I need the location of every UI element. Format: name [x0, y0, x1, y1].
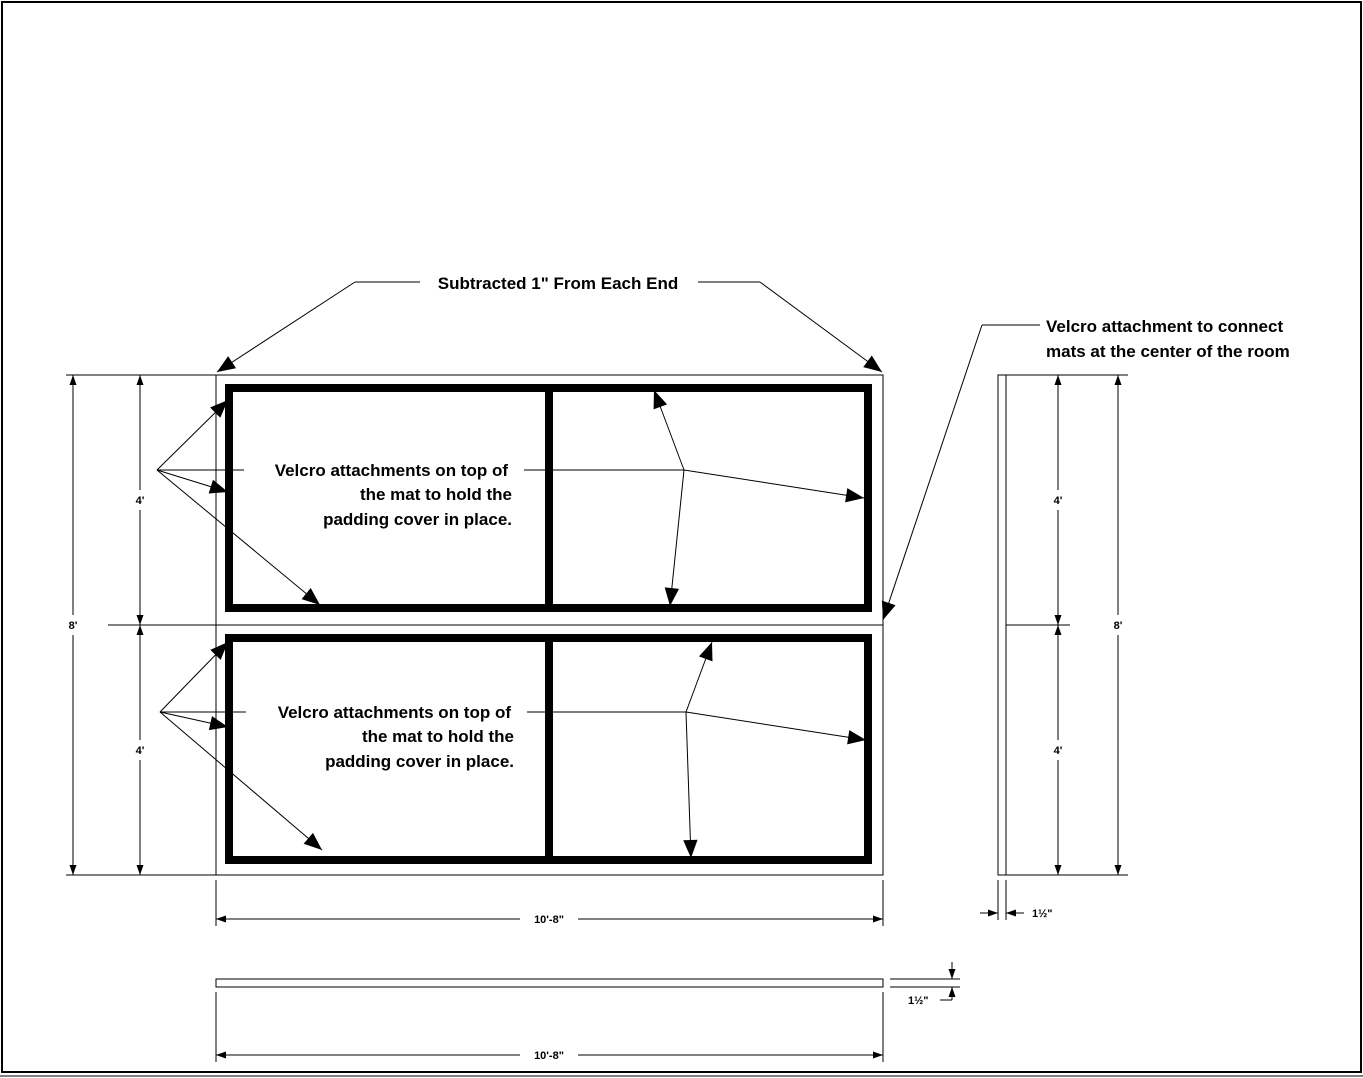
svg-text:8': 8' — [69, 620, 78, 632]
svg-text:4': 4' — [1054, 495, 1063, 507]
front-view: 10'-8" 1½" — [215, 962, 960, 1062]
svg-text:Velcro attachments on top of: Velcro attachments on top of — [275, 461, 509, 480]
left-dimensions: 4' 4' 8' — [66, 374, 216, 876]
plan-width-dimension: 10'-8" — [215, 880, 884, 926]
upper-velcro-note: Velcro attachments on top of the mat to … — [156, 389, 865, 607]
lower-mat — [215, 624, 884, 876]
svg-text:Velcro attachment to connect: Velcro attachment to connect — [1046, 317, 1283, 336]
svg-text:4': 4' — [1054, 745, 1063, 757]
svg-text:padding cover in place.: padding cover in place. — [323, 510, 512, 529]
svg-text:1½": 1½" — [908, 995, 929, 1007]
side-view: 4' 4' 8' 1½" — [980, 374, 1128, 920]
top-note: Subtracted 1" From Each End — [216, 274, 883, 373]
svg-text:10'-8": 10'-8" — [534, 1050, 564, 1062]
svg-text:Velcro attachments on top of: Velcro attachments on top of — [278, 703, 512, 722]
upper-mat — [215, 374, 884, 626]
svg-text:4': 4' — [136, 495, 145, 507]
top-note-text: Subtracted 1" From Each End — [438, 274, 678, 293]
svg-text:8': 8' — [1114, 620, 1123, 632]
svg-text:mats at the center of the room: mats at the center of the room — [1046, 342, 1290, 361]
svg-text:4': 4' — [136, 745, 145, 757]
center-velcro-note: Velcro attachment to connect mats at the… — [881, 317, 1290, 621]
svg-text:1½": 1½" — [1032, 908, 1053, 920]
svg-text:the mat to hold the: the mat to hold the — [360, 485, 512, 504]
svg-text:10'-8": 10'-8" — [534, 914, 564, 926]
svg-text:padding cover in place.: padding cover in place. — [325, 752, 514, 771]
lower-velcro-note: Velcro attachments on top of the mat to … — [159, 641, 867, 859]
svg-text:the mat to hold the: the mat to hold the — [362, 727, 514, 746]
